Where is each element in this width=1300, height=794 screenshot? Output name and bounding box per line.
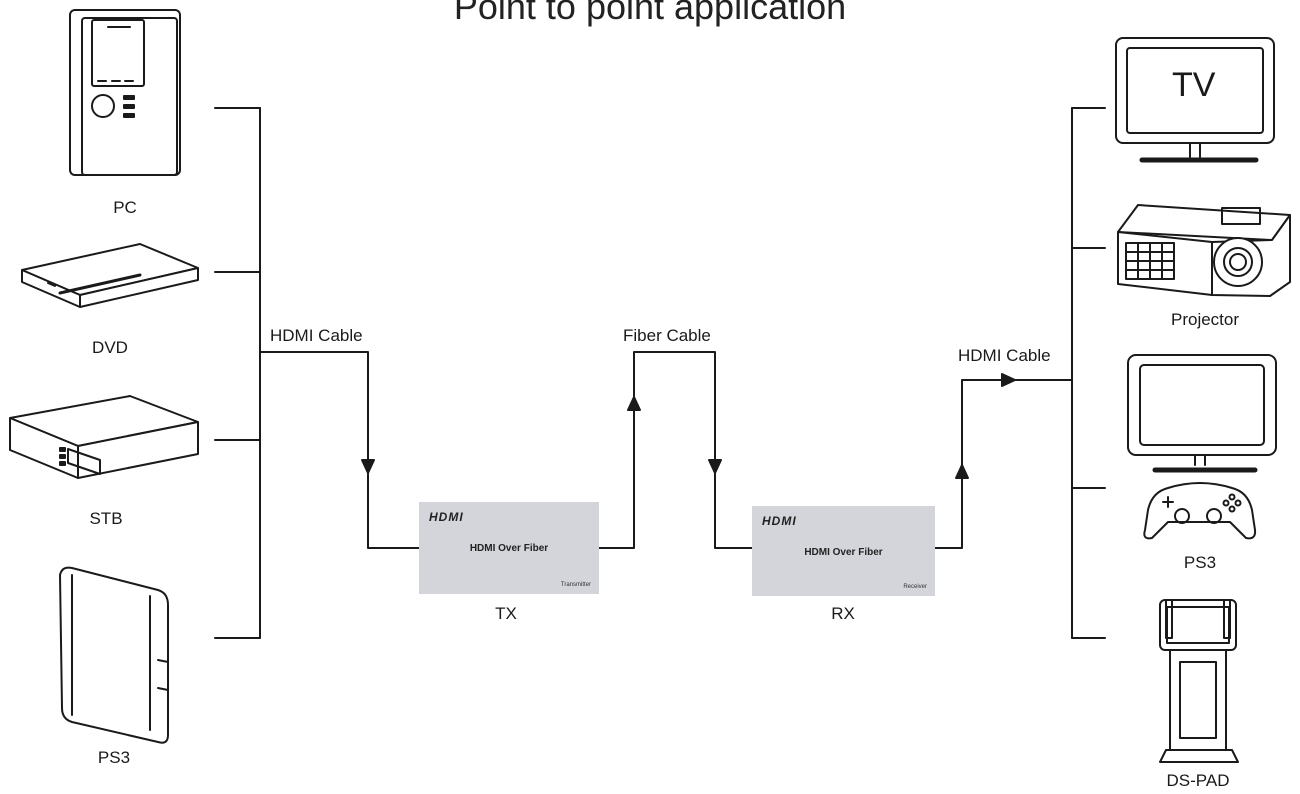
source-bus-lines [214,107,261,639]
ds-pad-kiosk-icon [1159,599,1239,763]
dvd-player-icon [21,243,199,308]
ds-pad-label: DS-PAD [1166,771,1230,790]
fiber-cable-label: Fiber Cable [623,326,711,345]
stb-label: STB [89,509,123,528]
game-controller-icon [1143,482,1257,540]
dvd-label: DVD [92,338,128,357]
fiber-cable [597,351,753,549]
transmitter-name: HDMI Over Fiber [469,543,549,554]
tx-label: TX [495,604,517,623]
transmitter-role: Transmitter [560,582,591,588]
transmitter-box: HDMI HDMI Over Fiber Transmitter [419,502,599,594]
pc-icon [69,9,181,176]
hdmi-output-cable-label: HDMI Cable [958,346,1051,365]
receiver-role: Receiver [903,584,927,590]
diagram-title: Point to point application [453,0,847,27]
ps3-monitor-icon [1127,354,1277,473]
projector-icon [1117,204,1291,297]
projector-label: Projector [1170,310,1240,329]
stb-icon [9,395,199,479]
receiver-box: HDMI HDMI Over Fiber Receiver [752,506,935,596]
transmitter-hdmi-logo: HDMI [429,510,464,524]
tv-screen-text: TV [1172,66,1216,104]
display-bus-lines [1071,107,1106,639]
ps3-display-label: PS3 [1183,553,1217,572]
rx-label: RX [831,604,855,623]
hdmi-input-cable-label: HDMI Cable [270,326,363,345]
ps3-source-label: PS3 [97,748,131,767]
pc-label: PC [113,198,137,217]
ps3-console-icon [59,566,169,744]
tv-icon [1115,37,1275,163]
receiver-hdmi-logo: HDMI [762,514,797,528]
hdmi-output-cable [934,373,1073,549]
receiver-name: HDMI Over Fiber [804,547,883,558]
hdmi-input-cable [259,351,421,549]
